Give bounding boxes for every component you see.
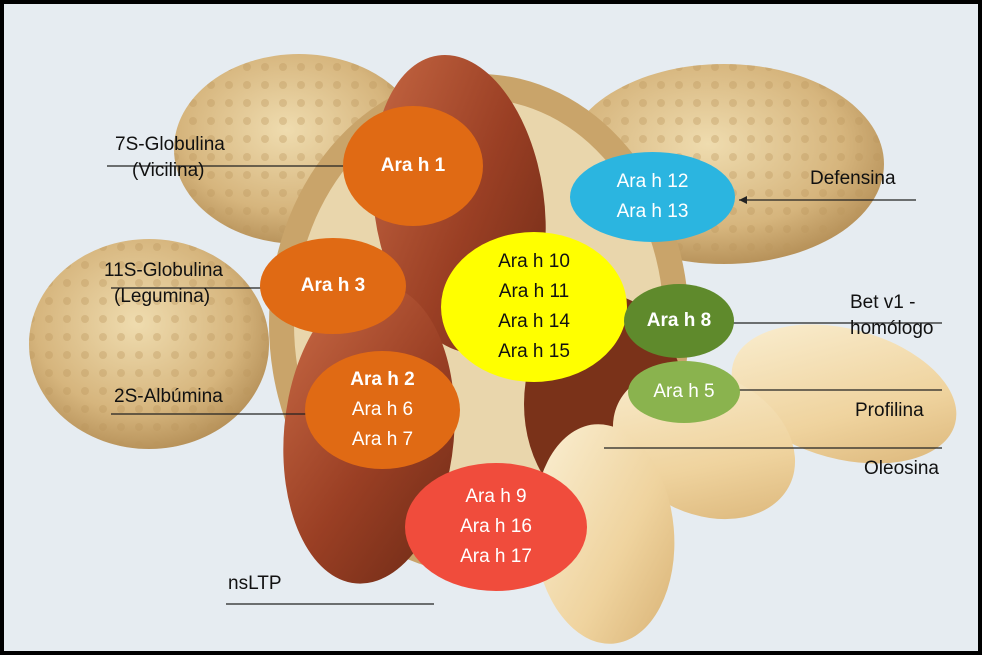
label-oleosin: Oleosina	[864, 456, 939, 482]
bubble-vicilin: Ara h 1	[343, 106, 483, 226]
allergen-ara-h-16: Ara h 16	[460, 512, 532, 542]
allergen-ara-h-14: Ara h 14	[498, 307, 570, 337]
allergen-ara-h-5: Ara h 5	[653, 377, 714, 407]
bubble-defensin: Ara h 12 Ara h 13	[570, 152, 735, 242]
label-bet-v1-homolog: Bet v1 - homólogo	[850, 290, 933, 342]
label-nsltp: nsLTP	[228, 571, 282, 597]
bubble-bet-v1: Ara h 8	[624, 284, 734, 358]
label-7s-globulin: 7S-Globulina (Vicilina)	[115, 132, 225, 184]
allergen-ara-h-17: Ara h 17	[460, 542, 532, 572]
bubble-profilin: Ara h 5	[628, 361, 740, 423]
label-11s-globulin: 11S-Globulina (Legumina)	[104, 258, 223, 310]
bubble-oleosin: Ara h 10 Ara h 11 Ara h 14 Ara h 15	[441, 232, 627, 382]
allergen-ara-h-8: Ara h 8	[647, 306, 711, 336]
allergen-ara-h-9: Ara h 9	[465, 482, 526, 512]
allergen-ara-h-3: Ara h 3	[301, 271, 365, 301]
bubble-legumin: Ara h 3	[260, 238, 406, 334]
allergen-ara-h-7: Ara h 7	[352, 425, 413, 455]
allergen-ara-h-13: Ara h 13	[617, 197, 689, 227]
allergen-ara-h-11: Ara h 11	[499, 277, 569, 307]
allergen-ara-h-10: Ara h 10	[498, 247, 570, 277]
allergen-ara-h-2: Ara h 2	[350, 365, 414, 395]
allergen-ara-h-15: Ara h 15	[498, 337, 570, 367]
label-2s-albumin: 2S-Albúmina	[114, 384, 223, 410]
label-defensin: Defensina	[810, 166, 896, 192]
bubble-albumin: Ara h 2 Ara h 6 Ara h 7	[305, 351, 460, 469]
allergen-ara-h-1: Ara h 1	[381, 151, 445, 181]
bubble-nsltp: Ara h 9 Ara h 16 Ara h 17	[405, 463, 587, 591]
allergen-ara-h-12: Ara h 12	[617, 167, 689, 197]
allergen-ara-h-6: Ara h 6	[352, 395, 413, 425]
label-profilin: Profilina	[855, 398, 924, 424]
